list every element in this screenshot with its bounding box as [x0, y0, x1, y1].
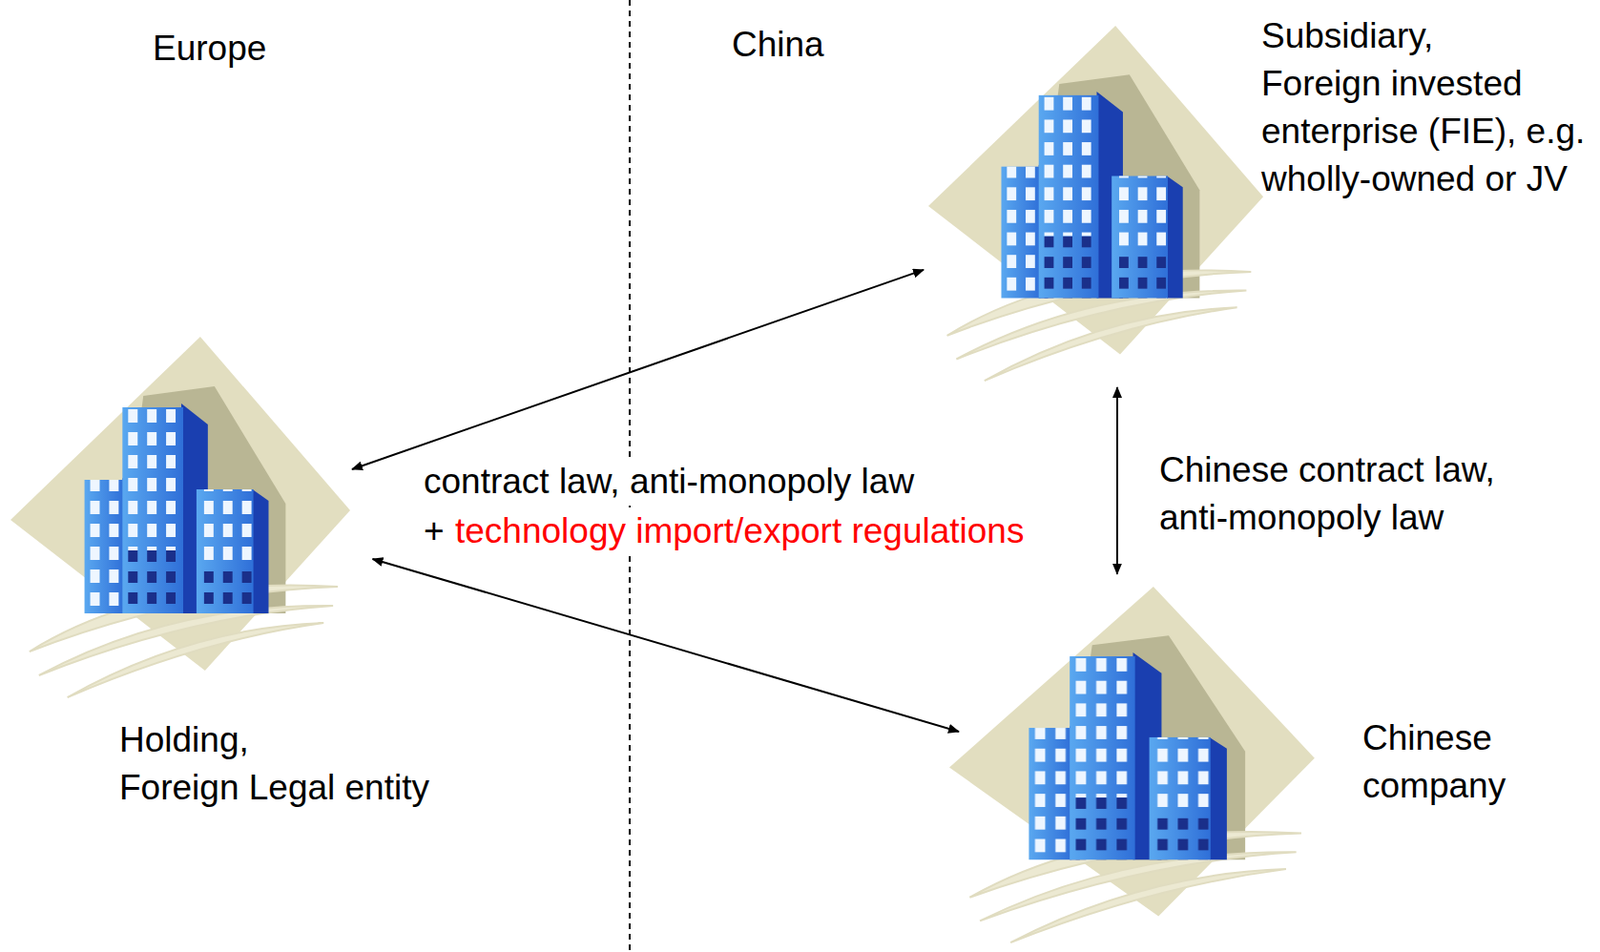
edge-label: Chinese contract law, anti-monopoly law: [1156, 446, 1544, 542]
building-icon: [10, 336, 353, 705]
building-node: Chinese company: [949, 586, 1317, 950]
node-label: Foreign Legal entity: [119, 764, 559, 812]
building-node: Holding,Foreign Legal entity: [10, 336, 353, 705]
node-label: Chinese company: [1362, 714, 1554, 811]
free-label: China: [728, 20, 828, 69]
node-label: Holding,: [119, 716, 559, 765]
free-label: +: [420, 507, 448, 556]
free-label: technology import/export regulations: [452, 507, 1027, 556]
building-icon: [949, 586, 1317, 950]
building-node: Subsidiary,Foreign invested enterprise (…: [928, 25, 1266, 388]
double-arrow: [352, 270, 924, 470]
free-label: Europe: [149, 24, 270, 73]
node-label: Foreign invested enterprise (FIE), e.g. …: [1261, 60, 1594, 204]
node-label: Subsidiary,: [1261, 12, 1586, 61]
free-label: contract law, anti-monopoly law: [420, 457, 917, 506]
double-arrow: [372, 559, 959, 732]
double-arrow: [1116, 387, 1119, 575]
building-icon: [928, 25, 1266, 388]
